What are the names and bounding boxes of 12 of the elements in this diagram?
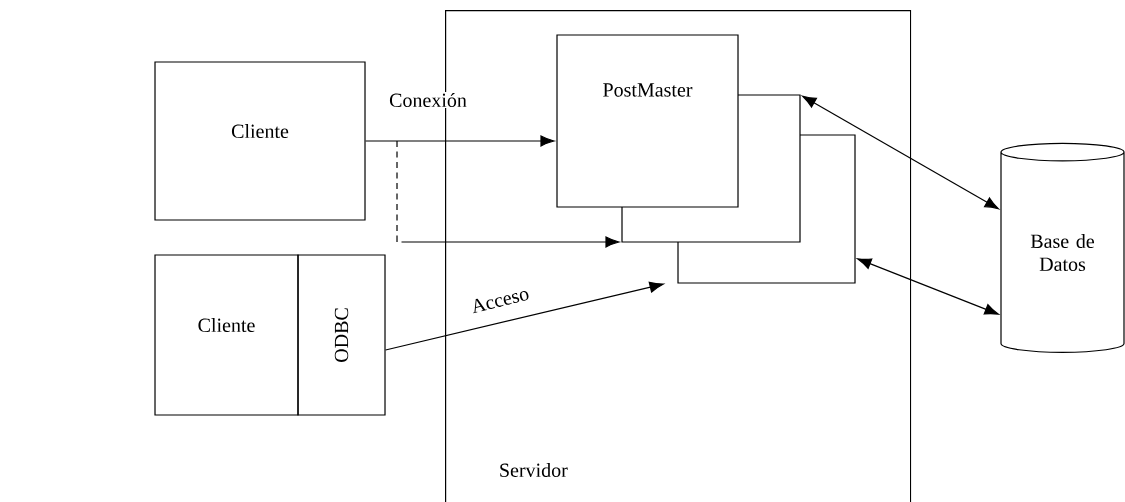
arrow bbox=[802, 95, 999, 210]
process-box: PostMaster bbox=[556, 34, 739, 208]
client-box: Cliente bbox=[154, 254, 299, 416]
client-box: Cliente bbox=[154, 61, 366, 221]
edge-label: Acceso bbox=[468, 285, 532, 315]
odbc-box: ODBC bbox=[297, 254, 386, 416]
arrow bbox=[385, 281, 664, 351]
arrow bbox=[365, 135, 555, 147]
database-cylinder: Base de Datos bbox=[1000, 142, 1125, 353]
arrow bbox=[396, 140, 620, 248]
edge-label: Conexión bbox=[388, 91, 468, 109]
arrow bbox=[857, 258, 999, 315]
